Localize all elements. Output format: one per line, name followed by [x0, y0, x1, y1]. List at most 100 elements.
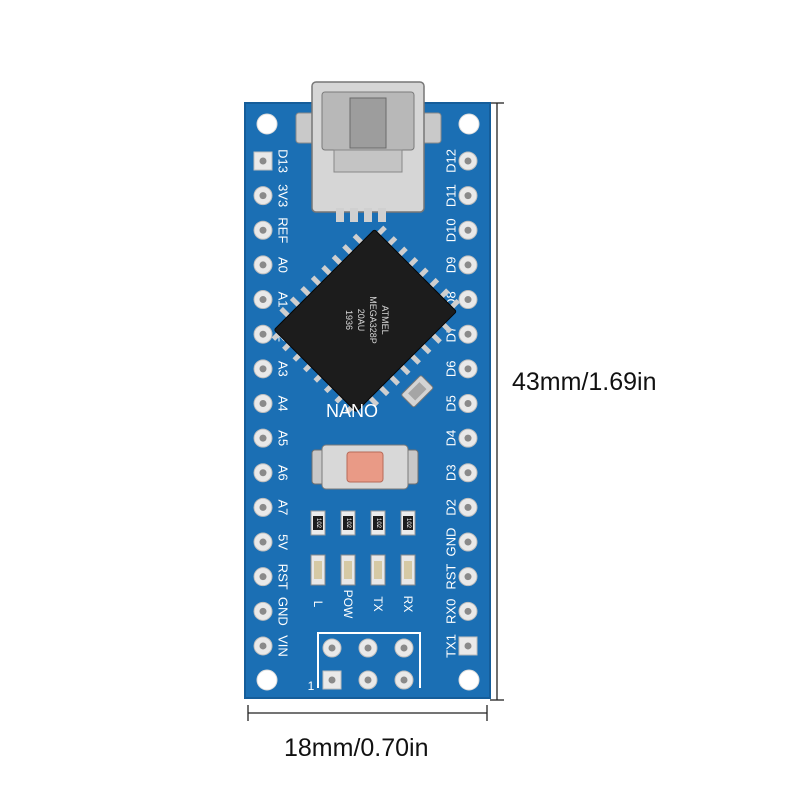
- left-pin-label: RST: [276, 564, 291, 590]
- status-leds: [310, 554, 416, 586]
- chip-leg: [352, 233, 364, 245]
- header-hole: [400, 644, 408, 652]
- right-pin-label: D4: [444, 430, 459, 447]
- left-pin-label: A5: [276, 430, 291, 446]
- pin-hole: [259, 538, 267, 546]
- left-pin-label: GND: [276, 597, 291, 626]
- pin-hole: [464, 399, 472, 407]
- left-pin-label: A6: [276, 465, 291, 481]
- chip-marking-line-4: 1936: [344, 310, 354, 330]
- pin-hole: [259, 642, 267, 650]
- chip-leg: [420, 343, 432, 355]
- right-pin-label: D11: [444, 184, 459, 207]
- resistor-array: 102 102 102 102: [310, 510, 416, 536]
- resistor-code-plate: [373, 516, 383, 530]
- pin-hole: [464, 330, 472, 338]
- mounting-holes: [256, 113, 480, 691]
- left-pin-label: VIN: [276, 635, 291, 657]
- microcontroller-chip: ATMEL MEGA328P 20AU 1936: [271, 225, 461, 415]
- pin-hole: [259, 607, 267, 615]
- left-pin-labels: D133V3REFA0A1A2A3A4A5A6A75VRSTGNDVIN: [276, 149, 291, 657]
- pin-hole: [259, 573, 267, 581]
- resistor-code: 102: [345, 518, 351, 529]
- chip-leg: [321, 265, 332, 276]
- board-model-label: NANO: [326, 401, 378, 421]
- chip-leg: [300, 285, 311, 297]
- left-pin-label: A3: [276, 361, 291, 377]
- pin-hole: [464, 503, 472, 511]
- header-pin1-label: 1: [308, 679, 315, 693]
- pin-hole: [464, 192, 472, 200]
- chip-leg: [310, 275, 322, 287]
- chip-leg: [331, 254, 343, 266]
- right-pin-label: D6: [444, 361, 459, 378]
- pin-hole: [259, 503, 267, 511]
- led-label: RX: [401, 596, 415, 613]
- pin-hole: [464, 157, 472, 165]
- header-hole: [328, 644, 336, 652]
- pin-hole: [259, 226, 267, 234]
- icsp-header: 1: [308, 632, 421, 693]
- crystal-resonator: [401, 375, 434, 408]
- left-pin-label: A0: [276, 257, 291, 273]
- header-hole: [364, 644, 372, 652]
- pin-hole: [464, 226, 472, 234]
- pin-hole: [464, 365, 472, 373]
- led-lens: [374, 561, 382, 579]
- resistor-code: 102: [405, 518, 411, 529]
- chip-leg: [389, 375, 401, 386]
- width-dimension-label: 18mm/0.70in: [284, 734, 429, 762]
- chip-leg: [410, 354, 421, 365]
- right-pin-label: GND: [444, 528, 459, 557]
- resistor-code: 102: [315, 518, 321, 529]
- chip-leg: [342, 244, 353, 255]
- chip-leg: [441, 322, 453, 334]
- right-pin-label: D3: [444, 464, 459, 481]
- led-lens: [404, 561, 412, 579]
- right-pin-pads: [458, 151, 478, 656]
- pin-hole: [259, 192, 267, 200]
- left-pin-pads: [253, 151, 273, 656]
- left-pin-label: A1: [276, 292, 291, 308]
- led-labels: L POW TX RX: [311, 590, 415, 619]
- pin-hole: [464, 261, 472, 269]
- left-pin-label: D13: [276, 149, 291, 173]
- led-lens: [344, 561, 352, 579]
- header-hole: [400, 676, 408, 684]
- led-label: POW: [341, 590, 355, 619]
- header-hole: [328, 676, 336, 684]
- pin-hole: [259, 469, 267, 477]
- chip-leg: [279, 306, 290, 318]
- reset-button: [311, 444, 419, 490]
- right-pin-label: RST: [444, 564, 459, 590]
- pin-hole: [259, 157, 267, 165]
- pin-hole: [259, 365, 267, 373]
- left-pin-label: A4: [276, 396, 291, 412]
- pin-hole: [464, 538, 472, 546]
- led-lens: [314, 561, 322, 579]
- led-label: TX: [371, 596, 385, 611]
- chip-marking-line-2: MEGA328P: [368, 296, 378, 344]
- chip-marking-line-3: 20AU: [356, 309, 366, 332]
- chip-leg: [289, 296, 301, 308]
- pin-hole: [464, 573, 472, 581]
- pin-hole: [259, 330, 267, 338]
- chip-leg: [378, 385, 390, 397]
- pin-hole: [464, 607, 472, 615]
- resistor-code-plate: [343, 516, 353, 530]
- pin-hole: [464, 296, 472, 304]
- led-label: L: [311, 601, 325, 608]
- resistor-code-plate: [313, 516, 323, 530]
- right-pin-label: D5: [444, 395, 459, 412]
- right-pin-label: D2: [444, 499, 459, 516]
- chip-leg: [368, 396, 380, 407]
- left-pin-label: A7: [276, 499, 291, 515]
- chip-leg: [431, 333, 442, 344]
- dimension-lines: [247, 102, 504, 721]
- resistor-code: 102: [375, 518, 381, 529]
- right-pin-label: RX0: [444, 599, 459, 624]
- left-pin-label: 3V3: [276, 184, 291, 207]
- pin-hole: [259, 434, 267, 442]
